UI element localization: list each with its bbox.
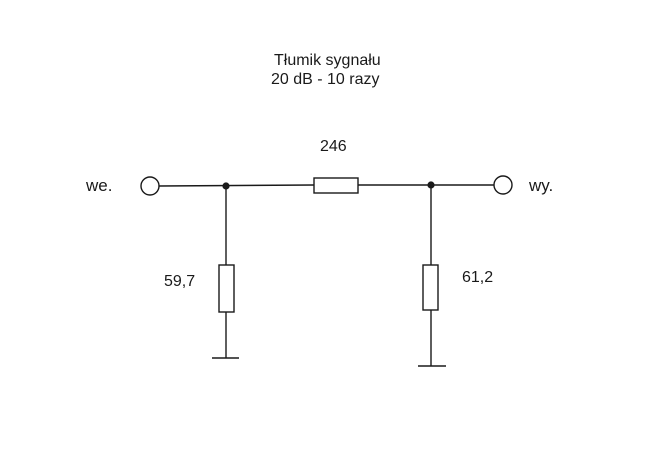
label-series-resistor: 246 xyxy=(320,138,347,155)
label-output-port: wy. xyxy=(529,176,554,195)
label-shunt-left: 59,7 xyxy=(164,273,196,290)
resistor-series xyxy=(313,177,359,194)
resistor-shunt-left xyxy=(218,264,235,313)
junction-right xyxy=(427,181,435,189)
output-terminal xyxy=(493,175,513,195)
label-shunt-right: 61,2 xyxy=(462,269,494,286)
junction-left xyxy=(222,182,230,190)
title-line-2: 20 dB - 10 razy xyxy=(271,71,380,88)
label-input-port: we. xyxy=(86,176,113,195)
wire-input-to-series xyxy=(158,184,315,187)
input-terminal xyxy=(140,176,160,196)
title-line-1: Tłumik sygnału xyxy=(274,52,381,69)
resistor-shunt-right xyxy=(422,264,439,311)
